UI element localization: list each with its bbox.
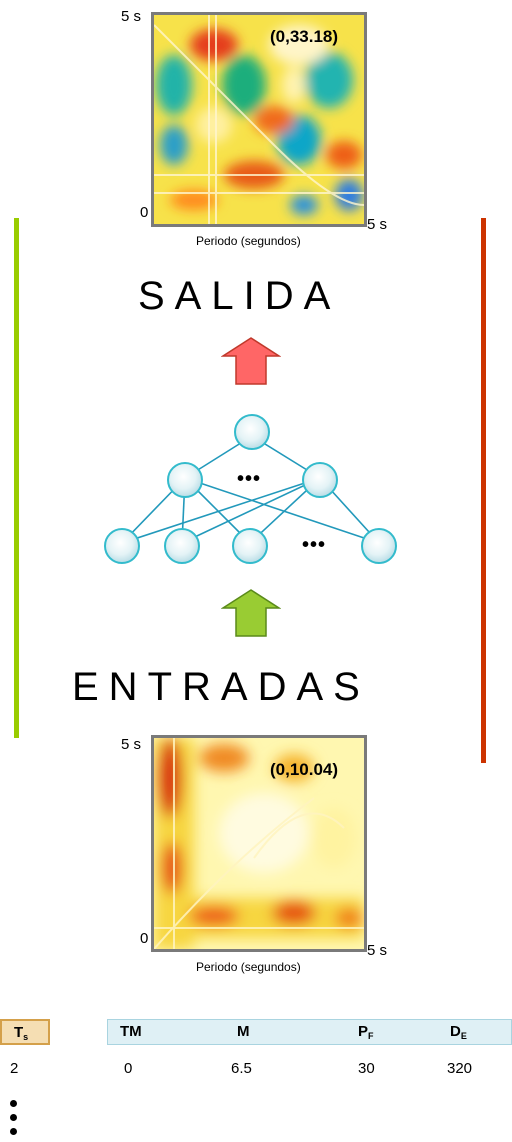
top-spectrum-heatmap [151,12,367,227]
bottom-plot-xmax-label: 5 s [367,942,388,959]
top-plot-xmax-label: 5 s [367,216,388,233]
top-plot-ymin-label: 0 [140,204,149,221]
bottom-plot-coordinate: (0,10.04) [270,760,339,779]
header-de: DE [450,1023,467,1041]
left-vertical-bar [14,218,19,738]
output-label: SALIDA [138,274,341,318]
input-node [361,528,397,564]
ts-header-box: Ts [0,1019,50,1045]
bottom-plot-xaxis-label: Periodo (segundos) [196,960,301,974]
input-node [164,528,200,564]
continuation-dot [10,1114,17,1121]
bottom-plot-ymin-label: 0 [140,930,149,947]
bottom-spectrum-heatmap [151,735,367,952]
neural-network-diagram [104,414,397,564]
right-vertical-bar [481,218,486,763]
header-m: M [237,1023,250,1040]
input-node [104,528,140,564]
hidden-layer-ellipsis: ••• [237,468,262,490]
pf-value: 30 [358,1060,375,1077]
params-header-box [107,1019,512,1045]
bottom-plot-ymax-label: 5 s [121,736,142,753]
input-node [232,528,268,564]
top-plot-ymax-label: 5 s [121,8,142,25]
input-up-arrow [221,589,281,637]
hidden-node [302,462,338,498]
output-up-arrow [221,337,281,385]
top-plot-xaxis-label: Periodo (segundos) [196,234,301,248]
ts-header: Ts [14,1024,29,1042]
output-node [234,414,270,450]
m-value: 6.5 [231,1060,252,1077]
continuation-dot [10,1128,17,1135]
top-plot-coordinate: (0,33.18) [270,27,339,46]
ts-value: 2 [10,1060,19,1077]
de-value: 320 [447,1060,473,1077]
input-label: ENTRADAS [72,665,370,709]
header-tm: TM [120,1023,142,1040]
continuation-dot [10,1100,17,1107]
header-pf: PF [358,1023,374,1041]
hidden-node [167,462,203,498]
tm-value: 0 [124,1060,133,1077]
input-layer-ellipsis: ••• [302,534,327,556]
